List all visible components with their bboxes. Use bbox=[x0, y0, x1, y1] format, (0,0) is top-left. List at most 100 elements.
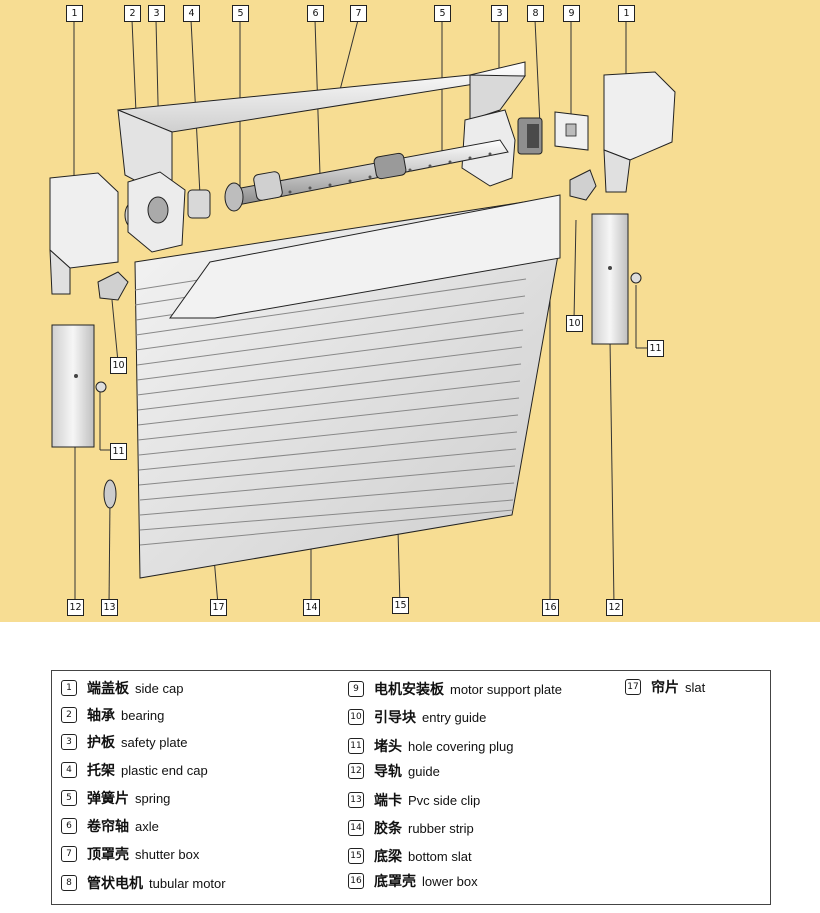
legend-cn: 弹簧片 bbox=[87, 791, 129, 807]
legend-en: lower box bbox=[422, 873, 478, 889]
callout-entry-guide-right: 10 bbox=[566, 315, 583, 332]
callout-guide-right: 12 bbox=[606, 599, 623, 616]
axle bbox=[224, 139, 509, 212]
legend-item: 11 堵头 hole covering plug bbox=[348, 736, 514, 756]
legend-en: spring bbox=[135, 790, 171, 806]
left-entry-guide bbox=[97, 271, 129, 301]
legend-cn: 端卡 bbox=[374, 793, 402, 809]
legend-item: 17 帘片 slat bbox=[625, 677, 705, 697]
legend-item: 9 电机安装板 motor support plate bbox=[348, 679, 562, 699]
callout-rubber-strip: 14 bbox=[303, 599, 320, 616]
legend-item: 5 弹簧片 spring bbox=[61, 788, 170, 808]
exploded-diagram: 1 2 3 4 5 6 7 5 3 8 9 1 10 11 11 10 12 1… bbox=[0, 0, 820, 622]
legend-item: 1 端盖板 side cap bbox=[61, 678, 183, 698]
legend-en: shutter box bbox=[135, 846, 200, 862]
callout-entry-guide-left: 10 bbox=[110, 357, 127, 374]
callout-pvc-side-clip: 13 bbox=[101, 599, 118, 616]
left-side-cap bbox=[49, 172, 119, 295]
legend-en: tubular motor bbox=[149, 875, 226, 891]
legend-number: 1 bbox=[61, 680, 77, 696]
legend-number: 2 bbox=[61, 707, 77, 723]
callout-plug-right: 11 bbox=[647, 340, 664, 357]
callout-plastic-end-cap: 4 bbox=[183, 5, 200, 22]
legend-number: 4 bbox=[61, 762, 77, 778]
left-guide bbox=[51, 324, 95, 448]
legend-cn: 托架 bbox=[87, 763, 115, 779]
legend-number: 17 bbox=[625, 679, 641, 695]
legend-number: 6 bbox=[61, 818, 77, 834]
callout-shutter-box: 7 bbox=[350, 5, 367, 22]
right-side-cap bbox=[603, 71, 676, 193]
legend-item: 14 胶条 rubber strip bbox=[348, 818, 474, 838]
legend-en: axle bbox=[135, 818, 159, 834]
right-guide bbox=[591, 213, 629, 345]
legend-item: 4 托架 plastic end cap bbox=[61, 760, 208, 780]
left-plug bbox=[95, 381, 107, 393]
legend-cn: 导轨 bbox=[374, 764, 402, 780]
callout-lower-box: 16 bbox=[542, 599, 559, 616]
callout-spring-right: 5 bbox=[434, 5, 451, 22]
legend-number: 13 bbox=[348, 792, 364, 808]
lower-box bbox=[169, 194, 561, 319]
legend-en: rubber strip bbox=[408, 820, 474, 836]
shutter-box bbox=[117, 61, 526, 201]
legend-cn: 胶条 bbox=[374, 821, 402, 837]
right-entry-guide bbox=[569, 169, 597, 201]
callout-safety-plate-right: 3 bbox=[491, 5, 508, 22]
callout-motor-support-plate: 9 bbox=[563, 5, 580, 22]
right-plug bbox=[630, 272, 642, 284]
legend-number: 16 bbox=[348, 873, 364, 889]
callout-bearing: 2 bbox=[124, 5, 141, 22]
legend-item: 16 底罩壳 lower box bbox=[348, 871, 478, 891]
legend-item: 3 护板 safety plate bbox=[61, 732, 188, 752]
slat-curtain bbox=[134, 194, 561, 579]
callout-spring: 5 bbox=[232, 5, 249, 22]
legend-item: 15 底梁 bottom slat bbox=[348, 846, 472, 866]
callout-plug-left: 11 bbox=[110, 443, 127, 460]
legend-number: 14 bbox=[348, 820, 364, 836]
callout-safety-plate: 3 bbox=[148, 5, 165, 22]
legend-en: bearing bbox=[121, 707, 165, 723]
legend-item: 2 轴承 bearing bbox=[61, 705, 164, 725]
legend-en: side cap bbox=[135, 680, 184, 696]
legend-number: 5 bbox=[61, 790, 77, 806]
legend-cn: 引导块 bbox=[374, 710, 416, 726]
legend-cn: 端盖板 bbox=[87, 681, 129, 697]
legend-en: safety plate bbox=[121, 734, 188, 750]
legend-cn: 底梁 bbox=[374, 849, 402, 865]
callout-tubular-motor: 8 bbox=[527, 5, 544, 22]
legend-cn: 堵头 bbox=[374, 739, 402, 755]
legend-en: bottom slat bbox=[408, 848, 472, 864]
plastic-end-cap bbox=[187, 189, 211, 219]
callout-side-cap: 1 bbox=[66, 5, 83, 22]
callout-guide-left: 12 bbox=[67, 599, 84, 616]
legend-number: 3 bbox=[61, 734, 77, 750]
legend-number: 15 bbox=[348, 848, 364, 864]
exploded-view-drawing bbox=[49, 19, 676, 606]
legend-number: 11 bbox=[348, 738, 364, 754]
pvc-side-clip bbox=[103, 479, 117, 509]
legend-item: 12 导轨 guide bbox=[348, 761, 440, 781]
legend-en: plastic end cap bbox=[121, 762, 208, 778]
legend-en: motor support plate bbox=[450, 681, 563, 697]
legend-en: hole covering plug bbox=[408, 738, 514, 754]
callout-side-cap-right: 1 bbox=[618, 5, 635, 22]
legend-cn: 底罩壳 bbox=[374, 874, 416, 890]
callout-slat: 17 bbox=[210, 599, 227, 616]
legend-en: slat bbox=[685, 679, 706, 695]
legend-number: 9 bbox=[348, 681, 364, 697]
legend-number: 12 bbox=[348, 763, 364, 779]
callout-axle: 6 bbox=[307, 5, 324, 22]
legend-cn: 帘片 bbox=[651, 680, 679, 696]
legend-number: 7 bbox=[61, 846, 77, 862]
legend-cn: 轴承 bbox=[87, 708, 115, 724]
legend-cn: 护板 bbox=[87, 735, 115, 751]
legend-en: guide bbox=[408, 763, 440, 779]
legend-cn: 电机安装板 bbox=[374, 682, 444, 698]
